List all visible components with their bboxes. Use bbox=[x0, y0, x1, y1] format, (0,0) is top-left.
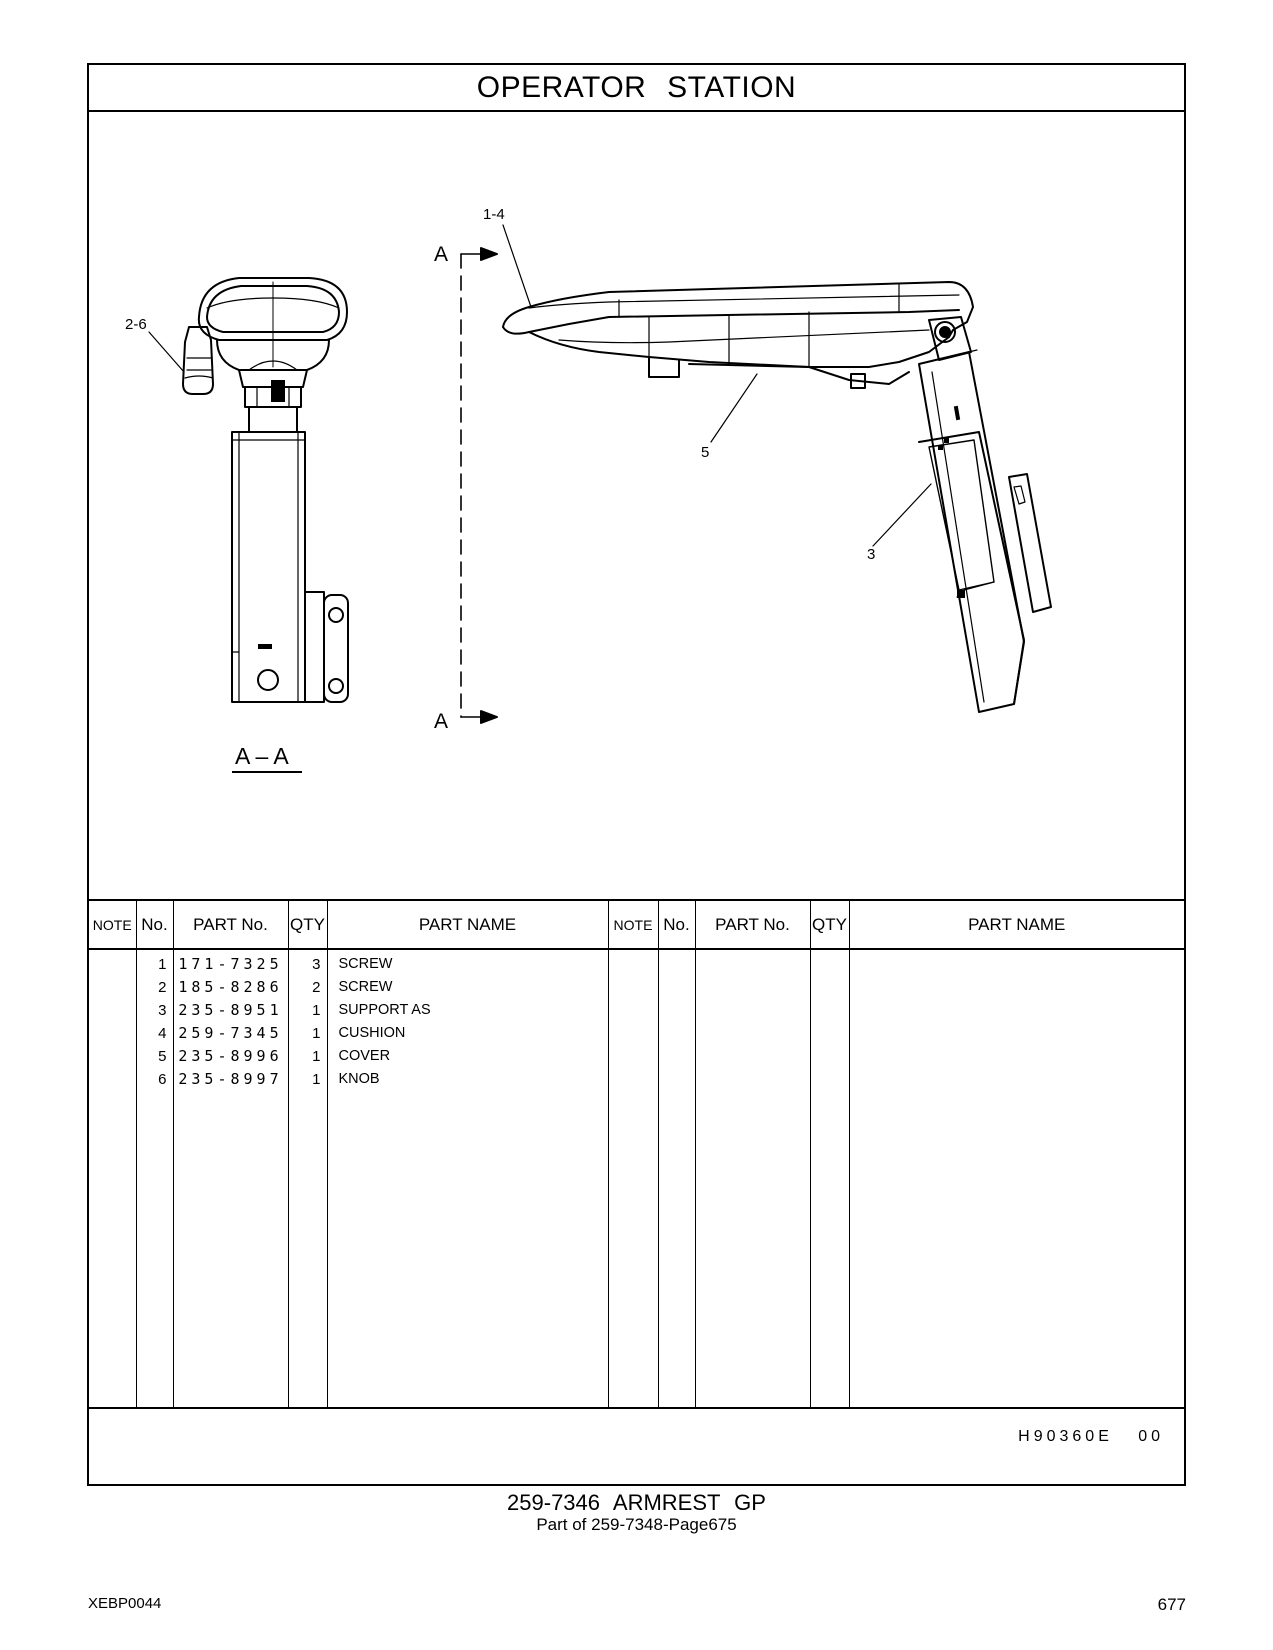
item-no: 5 bbox=[158, 1048, 167, 1065]
col-note-left: NOTE bbox=[89, 899, 136, 950]
note-column-right bbox=[607, 949, 658, 1409]
part-name: COVER bbox=[338, 1048, 391, 1064]
quantity: 2 bbox=[312, 979, 321, 996]
section-view-a-a bbox=[182, 277, 349, 703]
parts-table: NOTE No. PART No. QTY PART NAME NOTE No.… bbox=[89, 899, 1184, 1409]
col-part-name-right: PART NAME bbox=[848, 899, 1184, 950]
part-name: KNOB bbox=[338, 1071, 380, 1087]
quantity: 1 bbox=[312, 1048, 321, 1065]
item-no: 4 bbox=[158, 1025, 167, 1042]
quantity: 1 bbox=[312, 1002, 321, 1019]
part-number: 235-8996 bbox=[178, 1047, 283, 1065]
col-qty-right: QTY bbox=[809, 899, 849, 950]
part-no-column-right bbox=[694, 949, 810, 1409]
item-no: 1 bbox=[158, 956, 167, 973]
qty-column-left: 3 2 1 1 1 1 bbox=[287, 949, 327, 1409]
no-column-left: 1 2 3 4 5 6 bbox=[135, 949, 173, 1409]
page-title: OPERATOR STATION bbox=[476, 70, 797, 104]
item-no: 2 bbox=[158, 979, 167, 996]
note-column-left bbox=[89, 949, 136, 1409]
callout-1-4: 1-4 bbox=[483, 206, 505, 223]
col-qty-left: QTY bbox=[287, 899, 327, 950]
leader-lines bbox=[148, 224, 932, 547]
quantity: 1 bbox=[312, 1071, 321, 1088]
table-body-row: 1 2 3 4 5 6 171-7325 185-8286 235-8951 2… bbox=[89, 949, 1184, 1409]
group-title: 259-7346 ARMREST GP bbox=[507, 1490, 766, 1515]
quantity: 1 bbox=[312, 1025, 321, 1042]
group-subtitle: Part of 259-7348-Page675 bbox=[536, 1515, 737, 1534]
part-number: 235-8951 bbox=[178, 1001, 283, 1019]
callout-3: 3 bbox=[867, 546, 875, 563]
no-column-right bbox=[657, 949, 695, 1409]
part-number: 185-8286 bbox=[178, 978, 283, 996]
col-part-no-right: PART No. bbox=[694, 899, 810, 950]
part-number: 235-8997 bbox=[178, 1070, 283, 1088]
side-view bbox=[502, 281, 1052, 713]
qty-column-right bbox=[809, 949, 849, 1409]
part-name: CUSHION bbox=[338, 1025, 406, 1041]
callout-2-6: 2-6 bbox=[125, 316, 147, 333]
col-note-right: NOTE bbox=[607, 899, 658, 950]
part-name: SCREW bbox=[338, 956, 393, 972]
drawing-frame: OPERATOR STATION bbox=[87, 63, 1186, 1486]
item-no: 3 bbox=[158, 1002, 167, 1019]
section-mark-top: A bbox=[434, 243, 448, 266]
item-no: 6 bbox=[158, 1071, 167, 1088]
quantity: 3 bbox=[312, 956, 321, 973]
part-number: 171-7325 bbox=[178, 955, 283, 973]
part-name: SCREW bbox=[338, 979, 393, 995]
part-name-column-left: SCREW SCREW SUPPORT AS CUSHION COVER KNO… bbox=[326, 949, 608, 1409]
armrest-drawing: 1-4 2-6 5 3 A A A – A bbox=[125, 206, 1052, 773]
drawing-code: H90360E 00 bbox=[1018, 1428, 1164, 1445]
section-mark-bottom: A bbox=[434, 710, 448, 733]
table-header-row: NOTE No. PART No. QTY PART NAME NOTE No.… bbox=[89, 899, 1184, 950]
part-name: SUPPORT AS bbox=[338, 1002, 431, 1018]
title-row: OPERATOR STATION bbox=[89, 65, 1184, 112]
col-part-name-left: PART NAME bbox=[326, 899, 608, 950]
part-no-column-left: 171-7325 185-8286 235-8951 259-7345 235-… bbox=[172, 949, 288, 1409]
col-no-left: No. bbox=[135, 899, 173, 950]
part-number: 259-7345 bbox=[178, 1024, 283, 1042]
col-no-right: No. bbox=[657, 899, 695, 950]
part-name-column-right bbox=[848, 949, 1184, 1409]
section-label: A – A bbox=[235, 743, 289, 769]
section-line bbox=[460, 247, 498, 724]
col-part-no-left: PART No. bbox=[172, 899, 288, 950]
page-number: 677 bbox=[1157, 1595, 1186, 1614]
parts-illustration: 1-4 2-6 5 3 A A A – A bbox=[89, 112, 1184, 899]
callout-5: 5 bbox=[701, 444, 709, 461]
document-id: XEBP0044 bbox=[88, 1595, 162, 1612]
